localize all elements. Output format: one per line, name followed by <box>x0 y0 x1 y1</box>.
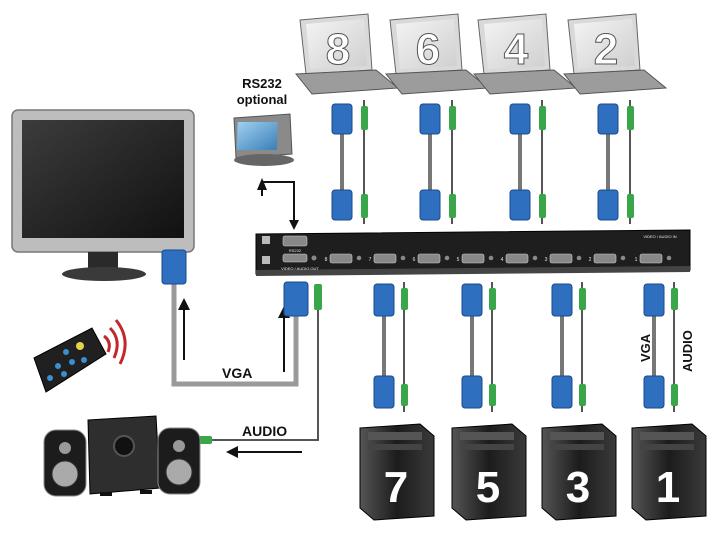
cable-set-laptop-4 <box>509 100 546 224</box>
laptop-4: 4 <box>472 13 578 95</box>
laptop-4-number: 4 <box>504 25 529 74</box>
laptop-6-number: 6 <box>416 25 440 74</box>
pc-tower-3-number: 3 <box>566 463 590 512</box>
cable-set-pc-3 <box>551 282 586 412</box>
pc-tower-1: 1 <box>631 423 707 521</box>
laptop-2: 2 <box>562 13 668 95</box>
switch-video-out-label: VIDEO / AUDIO OUT <box>281 266 319 271</box>
switch-port-3-label: 3 <box>545 257 548 263</box>
speaker-left <box>43 429 87 497</box>
speaker-right <box>157 427 201 495</box>
laptop-2-number: 2 <box>594 25 618 74</box>
vga-vertical-label: VGA <box>638 333 653 362</box>
switch-port-8-label: 8 <box>325 257 328 263</box>
pc-tower-7: 7 <box>359 423 435 521</box>
video-out-port <box>282 253 308 263</box>
switch-rs232-label: RS232 <box>289 248 302 253</box>
cable-set-pc-5 <box>461 282 496 412</box>
switch-port-7: 7 <box>369 253 406 264</box>
rs232-optional-label: optional <box>237 92 288 107</box>
vga-label: VGA <box>222 365 252 381</box>
switch-port-3: 3 <box>545 253 582 264</box>
rs232-label: RS232 <box>242 76 282 91</box>
laptop-6: 6 <box>384 13 490 95</box>
laptop-8: 8 <box>294 13 400 95</box>
pc-tower-1-number: 1 <box>656 463 680 512</box>
switch-port-2: 2 <box>589 253 626 264</box>
switch-port-2-label: 2 <box>589 257 592 263</box>
switch-port-5-label: 5 <box>457 257 460 263</box>
audio-label: AUDIO <box>242 423 287 439</box>
switch-port-4-label: 4 <box>501 257 504 263</box>
pc-tower-3: 3 <box>541 423 617 521</box>
rs232-terminal <box>233 113 294 166</box>
pc-tower-5-number: 5 <box>476 463 500 512</box>
monitor <box>11 109 195 281</box>
rs232-cable <box>257 178 299 230</box>
laptop-8-number: 8 <box>326 25 350 74</box>
cable-set-laptop-2 <box>597 100 634 224</box>
remote-control <box>33 327 107 393</box>
switch-port-7-label: 7 <box>369 257 372 263</box>
switch-port-8: 8 <box>325 253 362 264</box>
cable-set-pc-7 <box>373 282 408 412</box>
cable-set-laptop-6 <box>419 100 456 224</box>
kvm-switch: RS232 VIDEO / AUDIO OUT VIDEO / AUDIO IN… <box>255 229 691 276</box>
speaker-audio-cable <box>198 284 322 458</box>
ir-wave-icon <box>103 319 127 365</box>
switch-port-6: 6 <box>413 253 450 264</box>
switch-port-4: 4 <box>501 253 538 264</box>
rs232-port <box>282 235 308 247</box>
switch-port-1: 1 <box>635 253 672 264</box>
switch-video-in-label: VIDEO / AUDIO IN <box>643 234 676 239</box>
cable-set-pc-1 <box>643 282 678 412</box>
subwoofer <box>87 415 161 496</box>
audio-vertical-label: AUDIO <box>680 330 695 372</box>
pc-tower-5: 5 <box>451 423 527 521</box>
switch-port-6-label: 6 <box>413 257 416 263</box>
cable-set-laptop-8 <box>331 100 368 224</box>
pc-tower-7-number: 7 <box>384 463 408 512</box>
monitor-vga-cable <box>161 249 309 387</box>
switch-port-1-label: 1 <box>635 257 638 263</box>
switch-port-5: 5 <box>457 253 494 264</box>
